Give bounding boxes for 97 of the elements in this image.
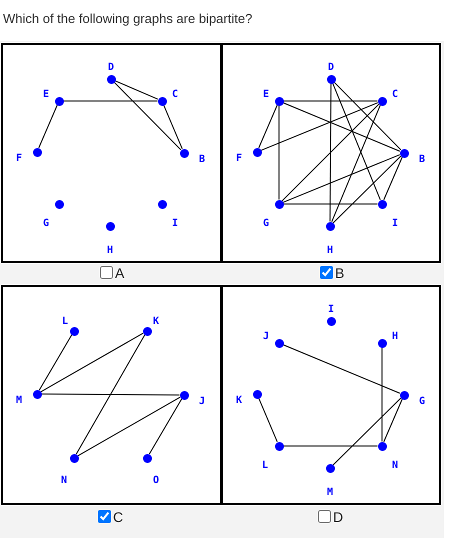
edge-line <box>76 334 146 455</box>
vertex-label: F <box>236 154 242 164</box>
vertex-label: I <box>328 305 334 315</box>
vertex-label: J <box>263 332 270 342</box>
vertex-dot <box>142 326 152 336</box>
vertex-dot <box>326 316 336 326</box>
edge-line <box>258 398 278 442</box>
edge-line <box>334 82 402 150</box>
edge-line <box>332 156 402 224</box>
edge-line <box>63 100 158 102</box>
vertex-dot <box>142 454 152 462</box>
edge-line <box>330 83 332 222</box>
vertex-dot <box>274 338 284 348</box>
vertex-dot <box>106 74 116 84</box>
edge-line <box>282 154 400 203</box>
edge-line <box>258 104 278 148</box>
edge-line <box>148 398 182 455</box>
vertex-label: C <box>392 90 398 100</box>
vertex-dot <box>378 96 386 106</box>
edge-line <box>283 100 378 102</box>
edge-line <box>282 102 400 152</box>
vertex-label: F <box>16 154 22 164</box>
vertex-label: N <box>392 461 398 471</box>
vertex-dot <box>326 222 334 230</box>
vertex-label: G <box>263 219 270 229</box>
vertex-dot <box>32 148 42 156</box>
vertex-dot <box>180 148 188 158</box>
vertex-label: M <box>16 396 22 406</box>
vertex-label: G <box>419 397 426 407</box>
edge-line <box>282 104 380 202</box>
vertex-dot <box>274 442 284 450</box>
vertex-label: H <box>327 246 334 256</box>
edge-line <box>332 398 402 466</box>
vertex-dot <box>326 74 336 84</box>
vertex-label: K <box>153 317 160 327</box>
vertex-label: D <box>108 63 114 73</box>
vertex-dot <box>378 442 386 450</box>
vertex-label: H <box>107 246 114 256</box>
question-text: Which of the following graphs are bipartite? <box>3 11 252 26</box>
vertex-dot <box>378 338 386 348</box>
edge-line <box>114 80 158 100</box>
vertex-label: M <box>327 488 334 498</box>
vertex-label: I <box>392 219 398 229</box>
vertex-dot <box>400 148 408 158</box>
vertex-label: E <box>43 90 50 100</box>
vertex-label: N <box>61 476 68 486</box>
vertex-dot <box>32 390 42 398</box>
vertex-dot <box>400 390 408 400</box>
vertex-label: O <box>153 476 160 486</box>
vertex-label: G <box>43 219 50 229</box>
vertex-dot <box>252 148 262 156</box>
vertex-dot <box>106 222 114 230</box>
vertex-label: L <box>262 461 268 471</box>
vertex-dot <box>158 200 166 208</box>
vertex-dot <box>326 464 334 472</box>
vertex-label: B <box>419 155 426 165</box>
vertex-label: L <box>62 317 68 327</box>
option-label: C <box>113 510 124 524</box>
edge-line <box>77 396 181 456</box>
vertex-label: C <box>172 90 178 100</box>
vertex-dot <box>158 96 166 106</box>
vertex-label: I <box>172 219 178 229</box>
option-label: D <box>333 510 344 524</box>
edge-line <box>38 104 58 148</box>
vertex-dot <box>180 390 188 400</box>
graph-panel <box>1 43 222 263</box>
edge-line <box>41 394 180 396</box>
graph-panel <box>221 43 441 263</box>
vertex-label: K <box>236 396 242 406</box>
edge-line <box>383 156 403 200</box>
vertex-dot <box>274 200 284 208</box>
graph-panel <box>1 285 222 505</box>
graph-panel <box>221 285 441 505</box>
edge-line <box>282 344 400 394</box>
edge-line <box>383 398 403 442</box>
edge-line <box>332 82 381 200</box>
vertex-label: J <box>199 397 206 407</box>
vertex-dot <box>70 326 78 336</box>
edge-line <box>163 104 183 150</box>
option-label: B <box>335 266 344 280</box>
vertex-label: E <box>263 90 270 100</box>
edge-line <box>114 82 182 150</box>
vertex-dot <box>252 390 262 398</box>
vertex-label: H <box>392 332 398 342</box>
vertex-dot <box>70 454 78 462</box>
vertex-dot <box>274 96 284 106</box>
edge-line <box>278 105 280 200</box>
vertex-dot <box>378 200 386 208</box>
vertex-dot <box>54 200 64 208</box>
edge-line <box>331 104 381 222</box>
option-label: A <box>115 266 124 280</box>
edge-line <box>40 332 144 392</box>
vertex-dot <box>54 96 64 106</box>
vertex-label: B <box>199 155 206 165</box>
vertex-label: D <box>328 63 334 73</box>
edge-line <box>38 334 72 391</box>
edge-line <box>260 102 378 151</box>
